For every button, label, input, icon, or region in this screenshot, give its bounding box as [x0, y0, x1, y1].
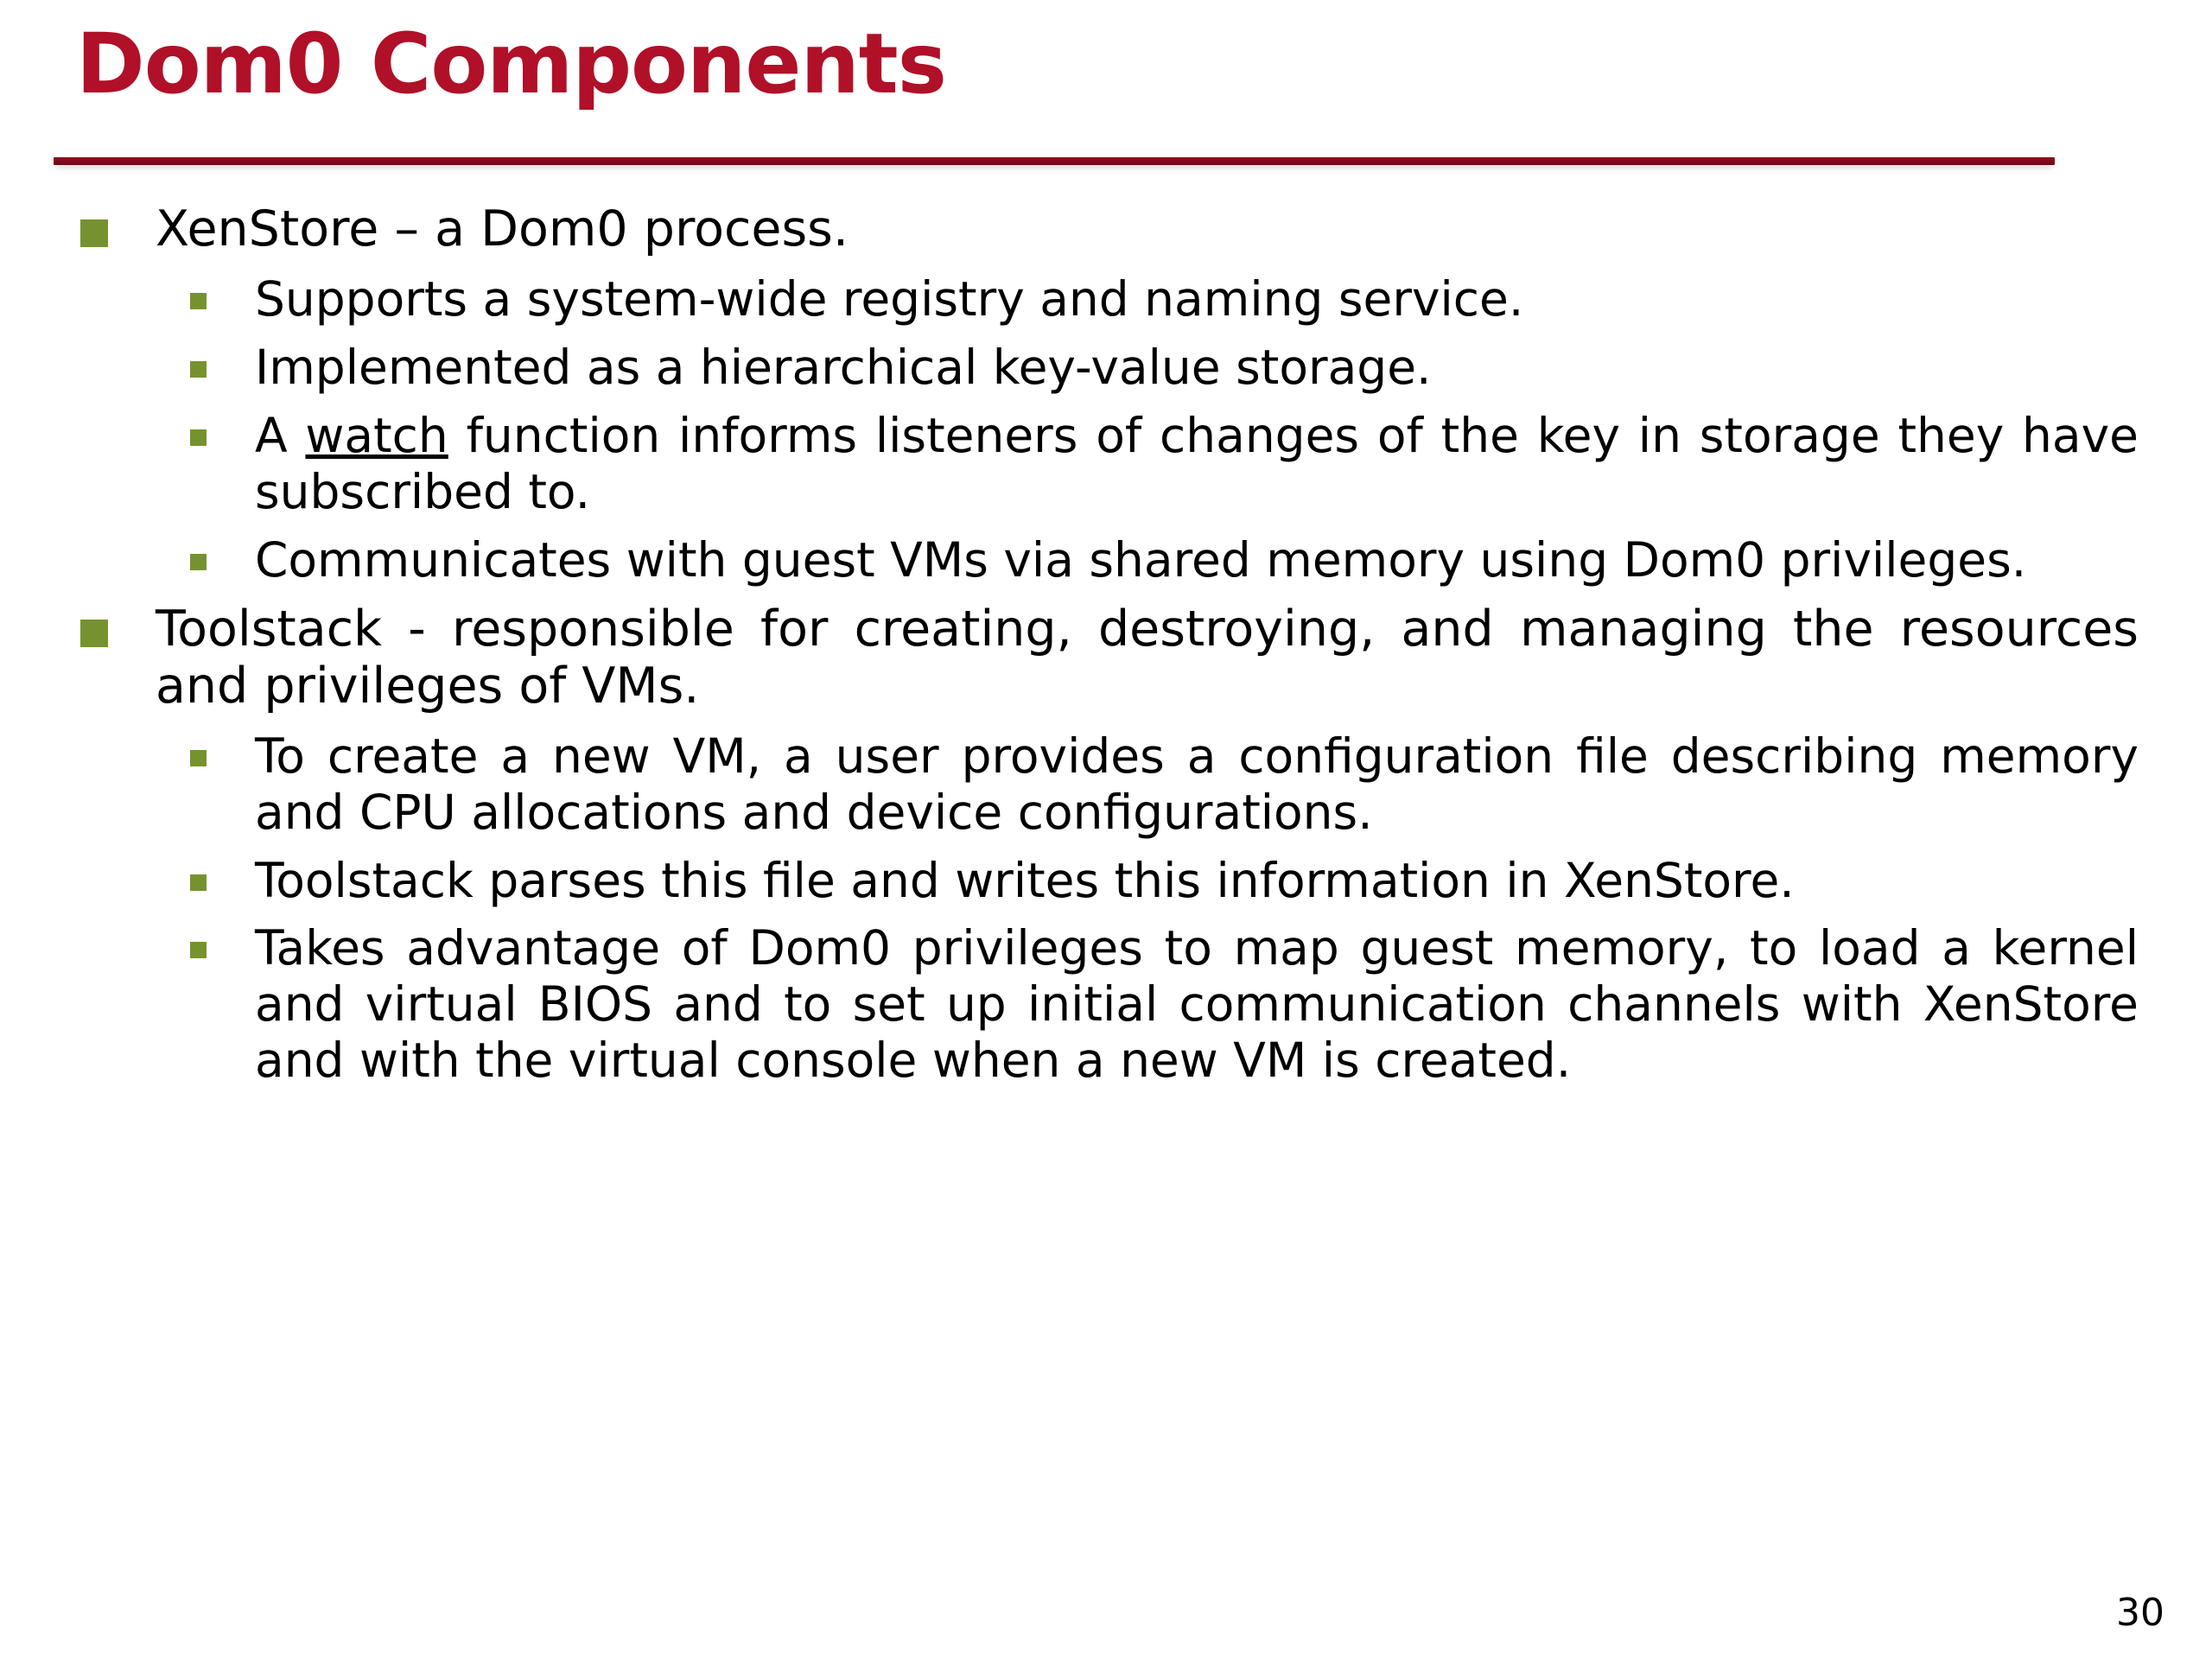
sub-bullet-text: Implemented as a hierarchical key-value … [255, 340, 1432, 395]
sub-bullet-text: A watch function informs listeners of ch… [255, 408, 2139, 520]
square-bullet-icon [190, 293, 207, 310]
bullet-list-level-1: XenStore – a Dom0 process. Supports a sy… [0, 200, 2212, 1089]
slide-header: Dom0 Components [0, 0, 2212, 173]
bullet-list-level-2: Supports a system-wide registry and nami… [156, 271, 2212, 588]
sub-bullet-text: Communicates with guest VMs via shared m… [255, 531, 2027, 588]
page-number: 30 [2116, 1591, 2164, 1635]
page-title: Dom0 Components [76, 16, 947, 112]
sub-bullet-group-toolstack: To create a new VM, a user provides a co… [0, 728, 2212, 1089]
sub-bullet-item-watch: A watch function informs listeners of ch… [156, 408, 2212, 520]
sub-bullet-text: Supports a system-wide registry and nami… [255, 271, 1524, 327]
bullet-text: XenStore – a Dom0 process. [156, 200, 849, 257]
sub-bullet-text: Takes advantage of Dom0 privileges to ma… [255, 920, 2139, 1089]
sub-bullet-item-keyvalue: Implemented as a hierarchical key-value … [156, 340, 2212, 396]
sub-bullet-item-shared-memory: Communicates with guest VMs via shared m… [156, 532, 2212, 588]
sub-bullet-group-xenstore: Supports a system-wide registry and nami… [0, 271, 2212, 588]
bullet-item-toolstack: Toolstack - responsible for creating, de… [0, 601, 2212, 715]
square-bullet-icon [190, 874, 207, 891]
sub-bullet-item-parses-file: Toolstack parses this file and writes th… [156, 853, 2212, 909]
watch-text-before: A [255, 407, 306, 463]
watch-keyword-underlined: watch [305, 407, 448, 463]
sub-bullet-item-create-vm: To create a new VM, a user provides a co… [156, 728, 2212, 841]
bullet-text: Toolstack - responsible for creating, de… [156, 600, 2139, 715]
square-bullet-icon [190, 361, 207, 378]
sub-bullet-text: To create a new VM, a user provides a co… [255, 728, 2139, 840]
square-bullet-icon [190, 553, 207, 570]
sub-bullet-item-registry: Supports a system-wide registry and nami… [156, 271, 2212, 327]
square-bullet-icon [80, 619, 108, 647]
square-bullet-icon [190, 429, 207, 446]
watch-text-after: function informs listeners of changes of… [255, 407, 2139, 519]
slide-body: XenStore – a Dom0 process. Supports a sy… [0, 200, 2212, 1101]
square-bullet-icon [80, 219, 108, 247]
square-bullet-icon [190, 749, 207, 766]
bullet-list-level-2: To create a new VM, a user provides a co… [156, 728, 2212, 1089]
title-divider-rule [54, 157, 2055, 165]
sub-bullet-text: Toolstack parses this file and writes th… [255, 852, 1795, 908]
square-bullet-icon [190, 942, 207, 959]
sub-bullet-item-dom0-privileges: Takes advantage of Dom0 privileges to ma… [156, 920, 2212, 1089]
bullet-item-xenstore: XenStore – a Dom0 process. [0, 200, 2212, 257]
